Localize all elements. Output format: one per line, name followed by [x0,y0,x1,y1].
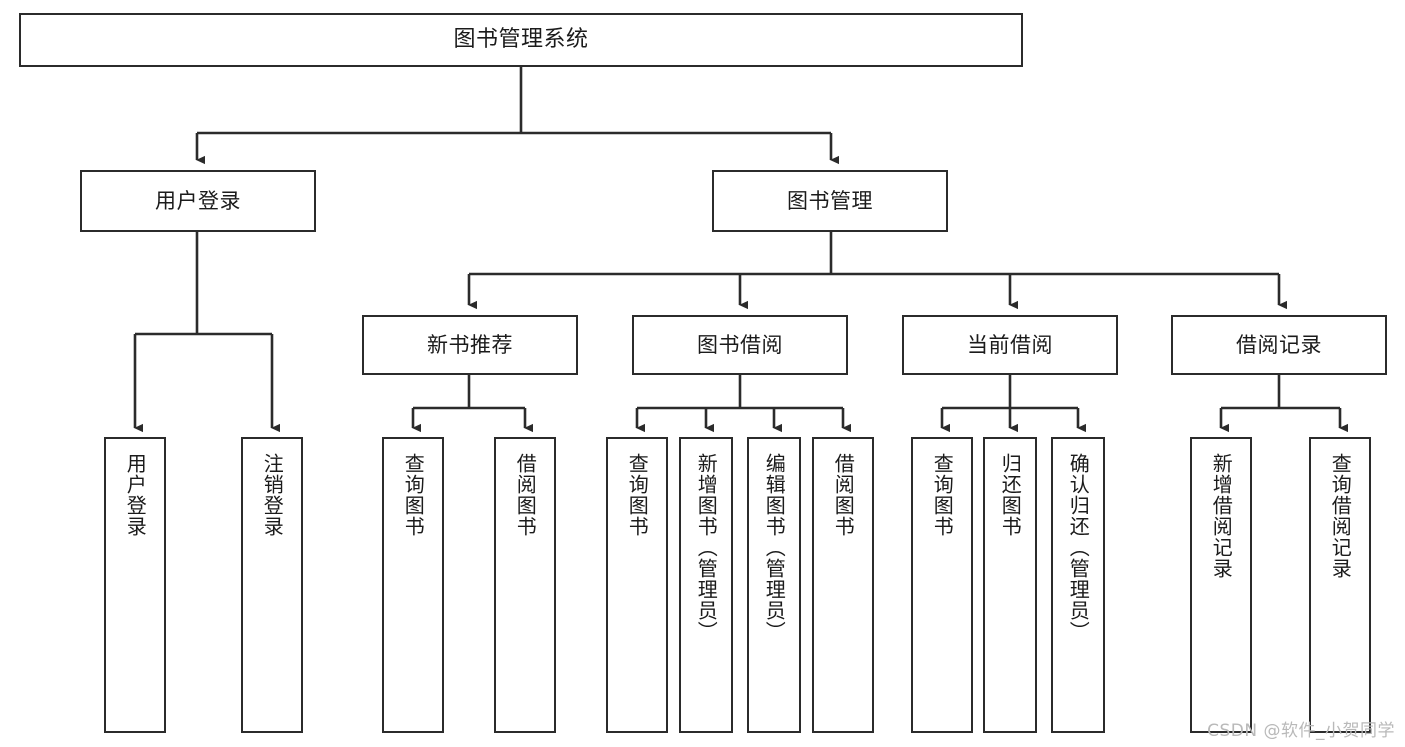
leaf-record-add-record[interactable]: 新增借阅记录 [1190,437,1252,733]
node-label: 借阅记录 [1236,332,1322,357]
node-user-login[interactable]: 用户登录 [80,170,316,232]
leaf-borrow-borrow-book[interactable]: 借阅图书 [812,437,874,733]
node-current-borrow[interactable]: 当前借阅 [902,315,1118,375]
node-label: 用户登录 [123,453,148,537]
node-label: 查询图书 [625,453,650,537]
leaf-current-return-book[interactable]: 归还图书 [983,437,1037,733]
node-new-book-recommend[interactable]: 新书推荐 [362,315,578,375]
node-book-borrow[interactable]: 图书借阅 [632,315,848,375]
leaf-record-query-record[interactable]: 查询借阅记录 [1309,437,1371,733]
node-label: 当前借阅 [967,332,1053,357]
node-label: 归还图书 [998,453,1023,537]
leaf-current-confirm-return-admin[interactable]: 确认归还（管理员） [1051,437,1105,733]
leaf-recommend-query-book[interactable]: 查询图书 [382,437,444,733]
leaf-current-query-book[interactable]: 查询图书 [911,437,973,733]
watermark-text: CSDN @软件_小贺同学 [1207,721,1395,741]
node-book-management[interactable]: 图书管理 [712,170,948,232]
node-label: 借阅图书 [513,453,538,537]
leaf-borrow-query-book[interactable]: 查询图书 [606,437,668,733]
leaf-user-login-signin[interactable]: 用户登录 [104,437,166,733]
node-label: 查询图书 [930,453,955,537]
node-label: 图书管理 [787,188,873,213]
node-label: 新书推荐 [427,332,513,357]
node-label: 查询图书 [401,453,426,537]
leaf-recommend-borrow-book[interactable]: 借阅图书 [494,437,556,733]
node-label: 图书管理系统 [453,27,589,53]
node-label: 确认归还（管理员） [1066,453,1091,642]
node-label: 新增借阅记录 [1209,453,1234,579]
node-label: 用户登录 [155,188,241,213]
node-root-system[interactable]: 图书管理系统 [19,13,1023,67]
node-borrow-record[interactable]: 借阅记录 [1171,315,1387,375]
node-label: 编辑图书（管理员） [762,453,787,642]
leaf-user-login-signout[interactable]: 注销登录 [241,437,303,733]
node-label: 图书借阅 [697,332,783,357]
leaf-borrow-edit-book-admin[interactable]: 编辑图书（管理员） [747,437,801,733]
node-label: 新增图书（管理员） [694,453,719,642]
node-label: 注销登录 [260,453,285,537]
node-label: 查询借阅记录 [1328,453,1353,579]
leaf-borrow-add-book-admin[interactable]: 新增图书（管理员） [679,437,733,733]
node-label: 借阅图书 [831,453,856,537]
